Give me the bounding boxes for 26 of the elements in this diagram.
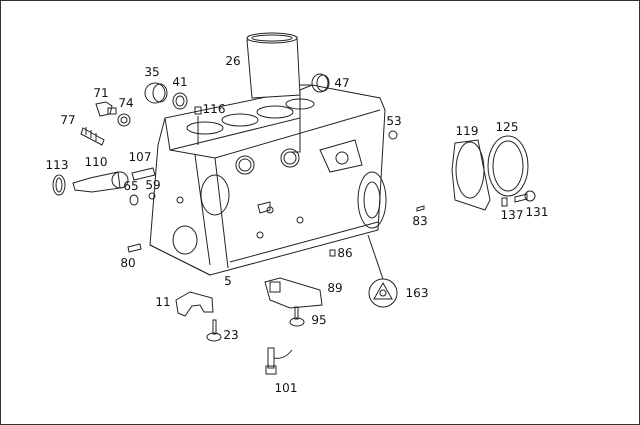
callout-number: 47 (334, 77, 350, 89)
callout-number: 77 (60, 114, 76, 126)
callout-number: 74 (118, 97, 134, 109)
callout-number: 125 (496, 121, 518, 133)
callout-number: 80 (120, 257, 136, 269)
callout-number: 35 (144, 66, 160, 78)
callout-number: 5 (224, 275, 232, 287)
callout-number: 113 (46, 159, 68, 171)
callout-number: 89 (327, 282, 343, 294)
callout-number: 65 (123, 180, 139, 192)
callout-number: 95 (311, 314, 327, 326)
callout-number: 131 (526, 206, 548, 218)
callout-number: 83 (412, 215, 428, 227)
callout-number: 86 (337, 247, 353, 259)
callout-number: 137 (500, 209, 524, 221)
callout-number: 53 (386, 115, 402, 127)
callout-number: 26 (225, 55, 241, 67)
callout-number: 119 (456, 125, 478, 137)
callout-number: 107 (128, 151, 152, 163)
callout-number: 23 (223, 329, 239, 341)
callout-number: 163 (406, 287, 428, 299)
callout-number: 101 (274, 382, 298, 394)
callout-number: 71 (93, 87, 109, 99)
callout-number: 110 (84, 156, 108, 168)
callout-number: 41 (172, 76, 188, 88)
callout-number: 11 (155, 296, 171, 308)
